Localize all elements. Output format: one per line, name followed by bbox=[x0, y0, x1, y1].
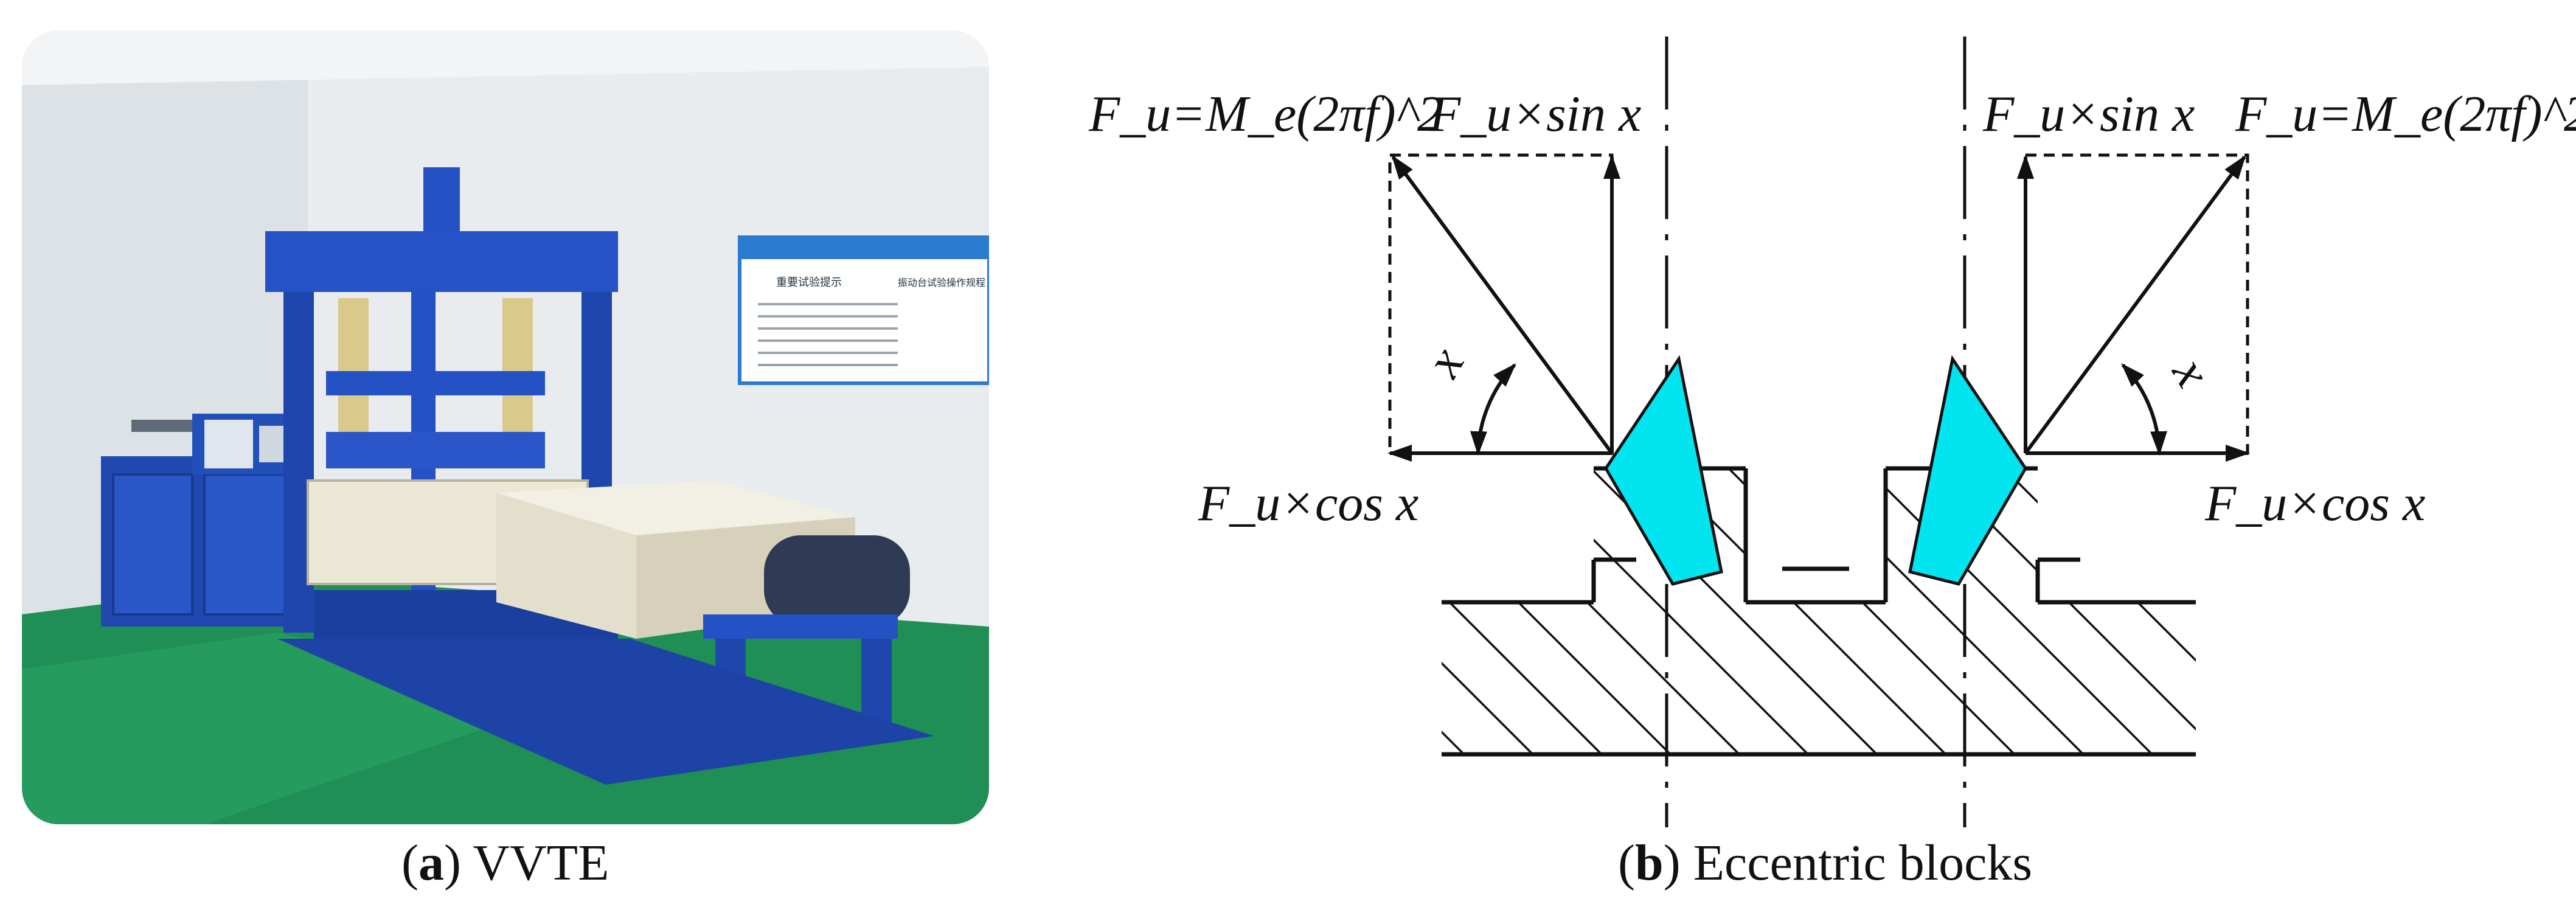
left-angle-label: x bbox=[1414, 338, 1475, 387]
caption-a-text: VVTE bbox=[473, 835, 609, 891]
caption-a: (a) VVTE bbox=[401, 835, 609, 891]
right-cos-label: F_u×cos x bbox=[2204, 475, 2425, 532]
wall-poster: 重要试验提示 振动台试验操作规程 bbox=[738, 235, 989, 385]
caption-b-letter: b bbox=[1634, 835, 1664, 891]
eccentric-blocks-diagram: F_u=M_e(2πf)^2 F_u×sin x F_u×cos x F_u×s… bbox=[1088, 36, 2576, 827]
right-sin-label: F_u×sin x bbox=[1982, 86, 2195, 142]
right-formula-label: F_u=M_e(2πf)^2 bbox=[2235, 86, 2576, 142]
caption-a-letter: a bbox=[418, 835, 444, 891]
poster-heading: 重要试验提示 bbox=[776, 276, 842, 288]
left-eccentric-block bbox=[1604, 355, 1723, 586]
caption-b: (b) Eccentric blocks bbox=[1618, 835, 2033, 891]
base-structure bbox=[1442, 466, 2196, 757]
ceiling bbox=[22, 30, 989, 85]
left-sin-label: F_u×sin x bbox=[1429, 86, 1641, 142]
vvte-photo: 重要试验提示 振动台试验操作规程 bbox=[22, 30, 989, 824]
control-cabinet bbox=[101, 414, 302, 627]
left-force-vectors bbox=[1387, 153, 1620, 462]
eccentric-blocks-panel: F_u=M_e(2πf)^2 F_u×sin x F_u×cos x F_u×s… bbox=[1052, 0, 2576, 827]
left-cos-label: F_u×cos x bbox=[1198, 475, 1418, 532]
base-platform bbox=[277, 639, 934, 785]
left-formula-label: F_u=M_e(2πf)^2 bbox=[1088, 86, 1443, 142]
right-force-vectors bbox=[2017, 153, 2250, 462]
caption-b-text: Eccentric blocks bbox=[1693, 835, 2033, 891]
poster-subheading: 振动台试验操作规程 bbox=[898, 277, 985, 288]
right-eccentric-block bbox=[1908, 355, 2027, 586]
photo-panel: 重要试验提示 振动台试验操作规程 bbox=[22, 30, 989, 824]
right-angle-label: x bbox=[2161, 347, 2222, 397]
